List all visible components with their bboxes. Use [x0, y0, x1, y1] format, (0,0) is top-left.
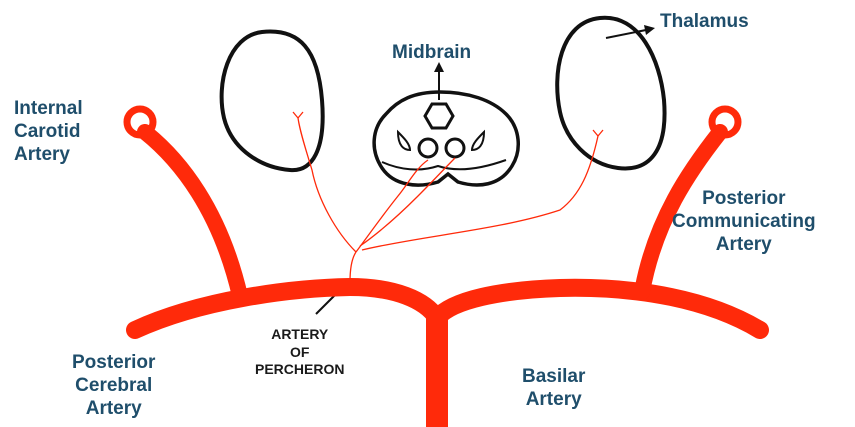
internal-carotid-artery-label: Internal Carotid Artery [14, 98, 83, 166]
thalamus-label: Thalamus [660, 11, 749, 34]
left-thalamus-outline [222, 32, 323, 171]
posterior-communicating-artery-label: Posterior Communicating Artery [672, 188, 816, 256]
right-thalamus-outline [557, 18, 664, 169]
arterial-tree [127, 109, 760, 427]
basilar-artery-label: Basilar Artery [522, 366, 585, 412]
midbrain-label: Midbrain [392, 42, 471, 65]
midbrain-cross-section [374, 92, 518, 185]
posterior-cerebral-artery-right [437, 288, 760, 330]
artery-of-percheron-label: ARTERY OF PERCHERON [255, 326, 344, 379]
midbrain-arrow [434, 62, 444, 100]
posterior-cerebral-artery-label: Posterior Cerebral Artery [72, 352, 155, 420]
percheron-branches [293, 112, 603, 282]
posterior-cerebral-artery [135, 287, 437, 330]
left-communicating-artery [145, 132, 240, 296]
